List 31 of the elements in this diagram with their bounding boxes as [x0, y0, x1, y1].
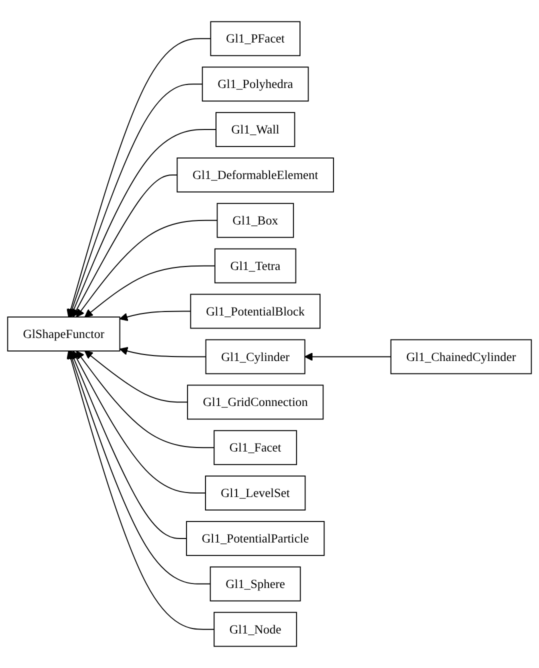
node-box: Gl1_DeformableElement: [176, 158, 334, 192]
arrow: [70, 129, 216, 318]
node-box: Gl1_ChainedCylinder: [390, 339, 532, 374]
arrow: [68, 84, 203, 318]
node-box: Gl1_Wall: [216, 112, 296, 147]
node-box: GlShapeFunctor: [7, 316, 120, 352]
arrow: [66, 38, 212, 318]
node-box: Gl1_Cylinder: [205, 339, 306, 374]
node-box: Gl1_Sphere: [210, 566, 301, 602]
arrow: [119, 310, 192, 322]
arrow: [84, 350, 188, 403]
arrow: [70, 350, 187, 539]
arrow: [72, 174, 178, 318]
arrow: [76, 220, 218, 318]
node-box: Gl1_Polyhedra: [202, 66, 309, 102]
node-box: Gl1_PotentialParticle: [186, 521, 325, 556]
node-box: Gl1_Tetra: [214, 248, 296, 284]
arrow: [72, 350, 206, 494]
node-box: Gl1_Box: [216, 202, 294, 238]
arrow: [304, 352, 392, 361]
node-box: Gl1_Facet: [214, 430, 298, 466]
arrow: [66, 350, 215, 630]
arrow: [76, 350, 215, 448]
arrow: [119, 346, 206, 358]
node-box: Gl1_Node: [214, 612, 298, 647]
node-box: Gl1_LevelSet: [205, 476, 306, 510]
arrow: [84, 265, 216, 318]
node-box: Gl1_GridConnection: [187, 384, 324, 420]
node-box: Gl1_PotentialBlock: [190, 294, 321, 329]
arrow: [68, 350, 211, 584]
node-box: Gl1_PFacet: [210, 21, 300, 56]
